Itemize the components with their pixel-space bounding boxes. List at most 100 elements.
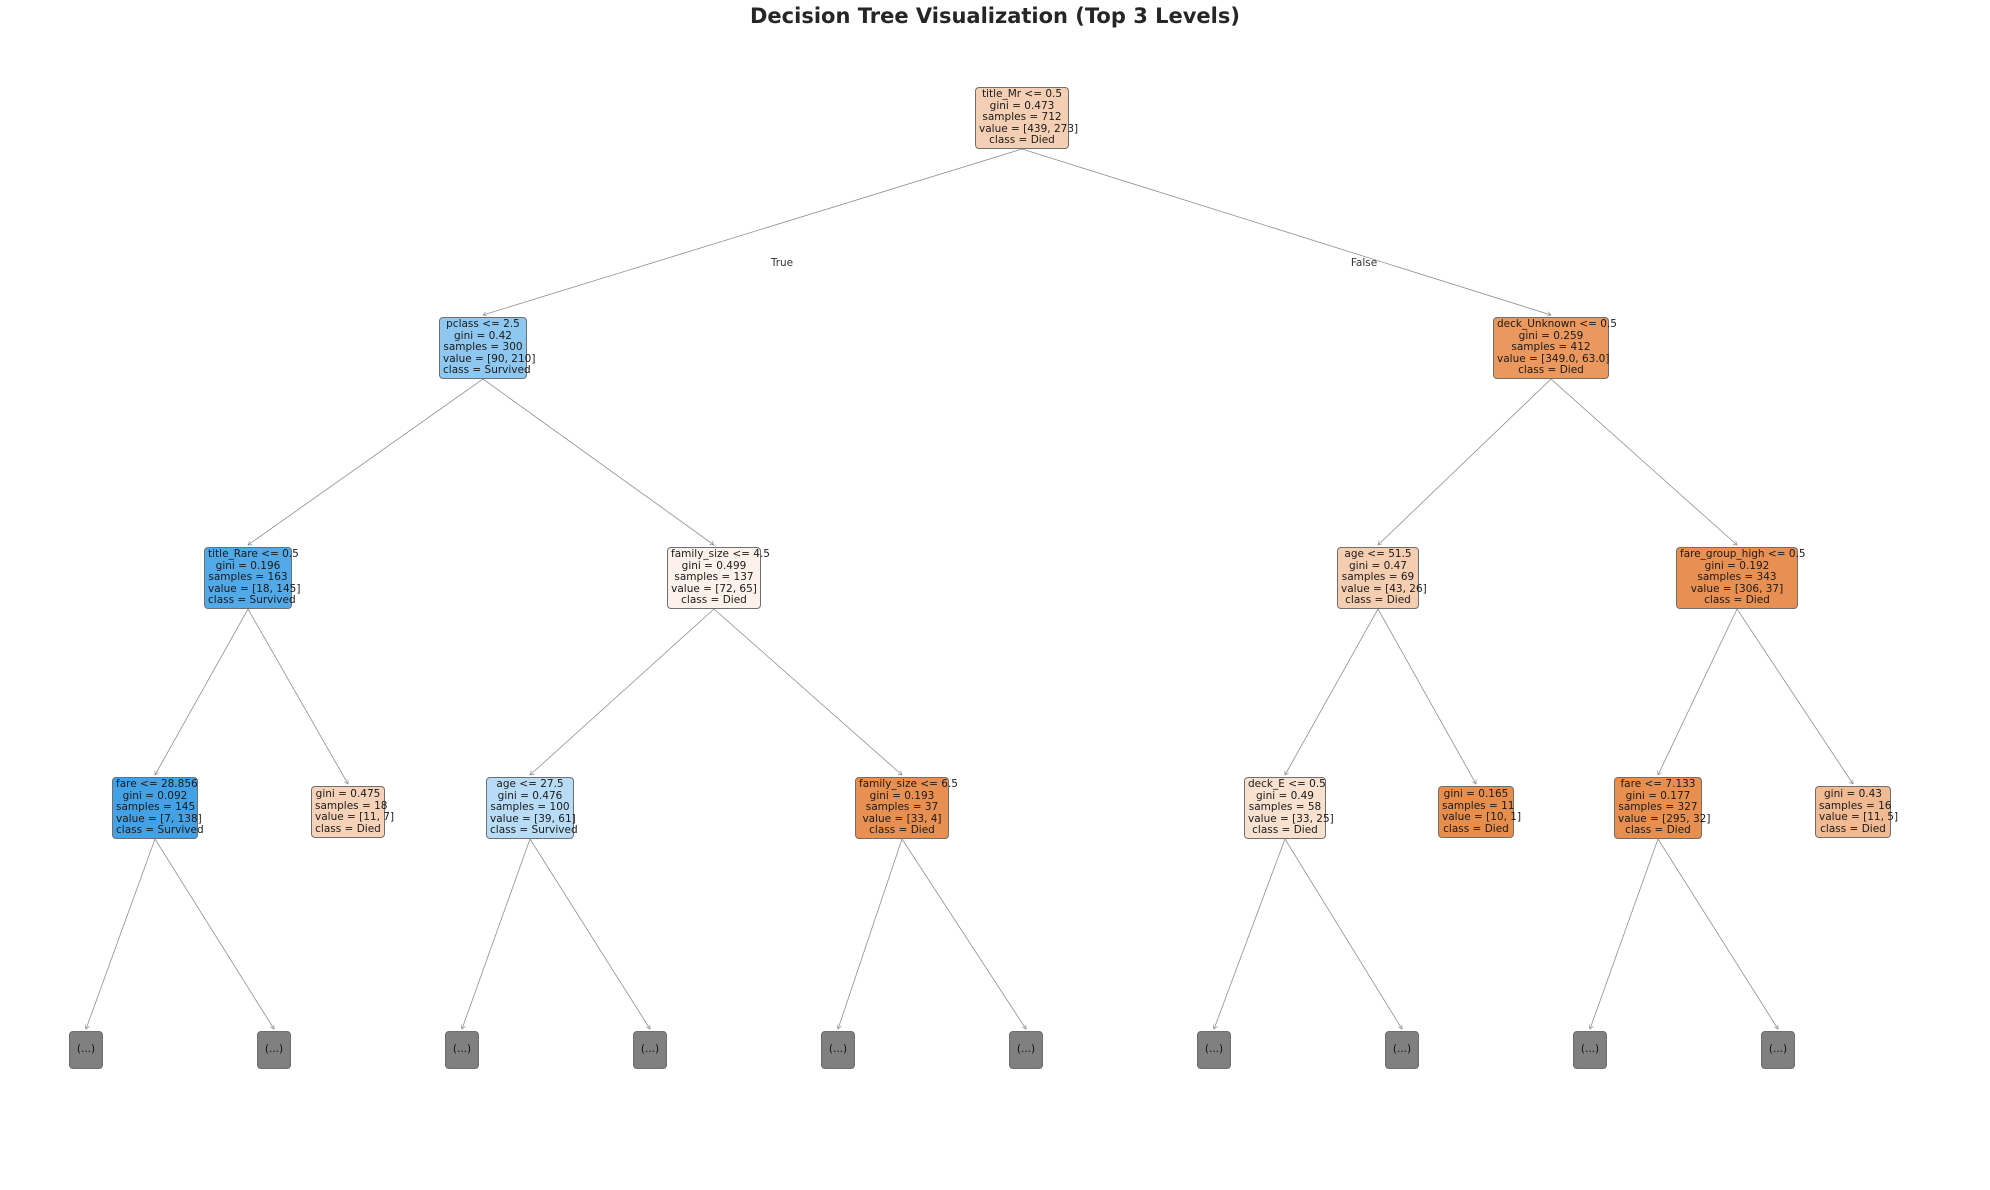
node-text-line: (...) xyxy=(76,1043,96,1056)
node-text-line: value = [18, 145] xyxy=(208,582,301,595)
node-text-line: (...) xyxy=(828,1043,848,1056)
tree-edge xyxy=(1590,838,1659,1029)
node-text-line: (...) xyxy=(264,1043,284,1056)
node-text-line: value = [11, 7] xyxy=(315,811,395,823)
node-text-line: (...) xyxy=(452,1043,472,1056)
tree-edge xyxy=(529,838,651,1029)
tree-edge xyxy=(530,608,715,775)
tree-edge xyxy=(838,838,903,1029)
node-text-line: (...) xyxy=(1580,1043,1600,1056)
node-text-line: value = [295, 32] xyxy=(1618,812,1711,825)
node-text-line: fare_group_high <= 0.5 xyxy=(1680,548,1806,561)
node-text-line: gini = 0.196 xyxy=(215,559,281,572)
tree-edge xyxy=(1377,608,1476,784)
diagram-title: Decision Tree Visualization (Top 3 Level… xyxy=(750,4,1240,28)
tree-edge xyxy=(462,838,531,1029)
node-text-line: samples = 327 xyxy=(1618,801,1698,814)
tree-edge xyxy=(1736,608,1853,784)
node-text-line: gini = 0.165 xyxy=(1443,788,1509,800)
node-text-line: samples = 163 xyxy=(208,571,288,584)
truncated-node: (...) xyxy=(445,1031,479,1069)
node-text-line: class = Died xyxy=(989,134,1055,147)
truncated-node: (...) xyxy=(1385,1031,1419,1069)
tree-edge xyxy=(155,608,249,775)
node-text-line: value = [10, 1] xyxy=(1442,811,1522,823)
truncated-node: (...) xyxy=(69,1031,103,1069)
node-text-line: samples = 58 xyxy=(1248,801,1322,814)
node-text-line: class = Died xyxy=(1252,824,1318,837)
node-text-line: title_Rare <= 0.5 xyxy=(208,548,299,561)
node-text-line: gini = 0.259 xyxy=(1518,329,1584,342)
node-text-line: samples = 343 xyxy=(1697,571,1777,584)
node-text-line: class = Died xyxy=(681,594,747,607)
node-text-line: value = [39, 61] xyxy=(490,812,576,825)
truncated-node: (...) xyxy=(1761,1031,1795,1069)
node-text-line: value = [33, 4] xyxy=(862,812,942,825)
node-text-line: samples = 712 xyxy=(982,111,1062,124)
truncated-node: (...) xyxy=(1197,1031,1231,1069)
tree-edge xyxy=(482,378,714,545)
tree-edge xyxy=(1550,378,1737,545)
tree-edge xyxy=(1658,608,1738,775)
node-text-line: family_size <= 6.5 xyxy=(859,778,958,791)
tree-edge xyxy=(713,608,902,775)
node-text-line: samples = 37 xyxy=(865,801,939,814)
node-text-line: samples = 145 xyxy=(116,801,196,814)
node-text-line: samples = 300 xyxy=(443,341,523,354)
truncated-node: (...) xyxy=(633,1031,667,1069)
node-text-line: gini = 0.177 xyxy=(1625,789,1691,802)
tree-edge xyxy=(483,148,1023,315)
node-text-line: (...) xyxy=(1016,1043,1036,1056)
node-text-line: gini = 0.42 xyxy=(453,329,512,342)
node-text-line: samples = 69 xyxy=(1341,571,1415,584)
node-text-line: fare <= 7.133 xyxy=(1620,778,1696,791)
node-text-line: gini = 0.476 xyxy=(497,789,563,802)
truncated-node: (...) xyxy=(821,1031,855,1069)
node-text-line: class = Died xyxy=(1704,594,1770,607)
node-text-line: value = [11, 5] xyxy=(1819,811,1899,823)
node-text-line: value = [349.0, 63.0] xyxy=(1497,352,1610,365)
node-text-line: gini = 0.43 xyxy=(1823,788,1882,800)
truncated-node: (...) xyxy=(1573,1031,1607,1069)
node-text-line: class = Died xyxy=(315,822,381,835)
tree-edge xyxy=(1657,838,1779,1029)
node-text-line: (...) xyxy=(1768,1043,1788,1056)
node-text-line: value = [439, 273] xyxy=(979,122,1079,135)
node-text-line: samples = 100 xyxy=(490,801,570,814)
truncated-node: (...) xyxy=(1009,1031,1043,1069)
node-text-line: (...) xyxy=(640,1043,660,1056)
node-text-line: samples = 11 xyxy=(1442,799,1515,812)
node-text-line: class = Survived xyxy=(490,824,578,837)
node-text-line: class = Died xyxy=(1345,594,1411,607)
edge-label-true: True xyxy=(770,257,794,269)
node-text-line: value = [90, 210] xyxy=(443,352,536,365)
node-text-line: gini = 0.47 xyxy=(1348,559,1407,572)
tree-edge xyxy=(154,838,275,1029)
node-text-line: class = Died xyxy=(1443,822,1509,835)
node-text-line: class = Died xyxy=(1518,364,1584,377)
node-text-line: gini = 0.473 xyxy=(989,99,1055,112)
node-text-line: gini = 0.49 xyxy=(1255,789,1314,802)
node-text-line: class = Survived xyxy=(116,824,204,837)
node-text-line: age <= 51.5 xyxy=(1344,548,1412,561)
node-text-line: class = Survived xyxy=(208,594,296,607)
node-text-line: age <= 27.5 xyxy=(496,778,564,791)
node-text-line: value = [7, 138] xyxy=(116,812,202,825)
node-text-line: samples = 18 xyxy=(315,799,388,812)
tree-edge xyxy=(247,608,348,784)
node-text-line: class = Died xyxy=(1625,824,1691,837)
tree-edge xyxy=(86,838,156,1029)
